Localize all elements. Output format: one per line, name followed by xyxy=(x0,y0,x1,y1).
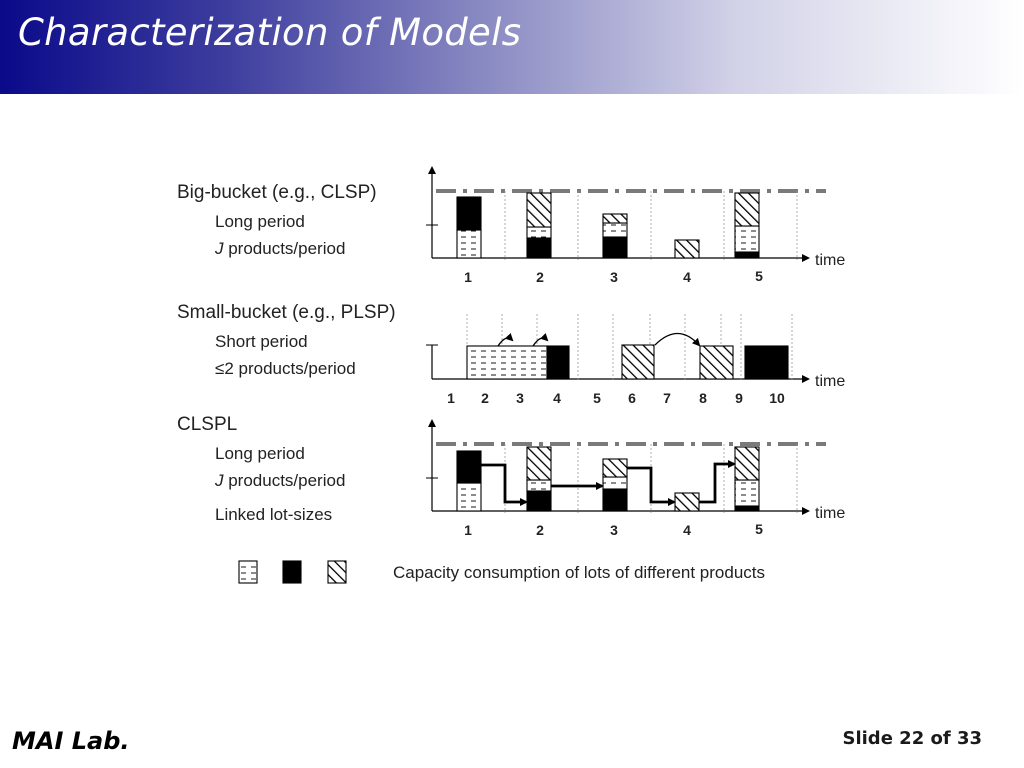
period-labels: 1 2 3 4 5 xyxy=(464,521,763,538)
legend-swatch-hatched xyxy=(327,560,347,584)
section-heading: Small-bucket (e.g., PLSP) xyxy=(177,302,396,323)
lot-bars xyxy=(456,446,760,512)
period-label: 2 xyxy=(536,269,544,285)
section-heading: CLSPL xyxy=(177,414,237,435)
period-label: 1 xyxy=(464,522,472,538)
section-line-2-rest: products/period xyxy=(224,239,346,258)
section-heading: Big-bucket (e.g., CLSP) xyxy=(177,182,377,203)
period-label: 3 xyxy=(610,269,618,285)
section-line-1: Long period xyxy=(215,444,305,463)
legend: Capacity consumption of lots of differen… xyxy=(238,560,765,584)
footer-lab-name: MAI Lab. xyxy=(12,727,130,755)
axis-label-time: time xyxy=(815,505,845,522)
period-label: 9 xyxy=(735,390,743,406)
period-label: 2 xyxy=(481,390,489,406)
slide-counter: Slide 22 of 33 xyxy=(842,728,983,749)
period-label: 5 xyxy=(593,390,601,406)
period-label: 3 xyxy=(516,390,524,406)
section-line-1: Short period xyxy=(215,332,308,351)
section-line-2-rest: products/period xyxy=(224,471,346,490)
period-label: 1 xyxy=(447,390,455,406)
section-clspl: CLSPL Long period J products/period Link… xyxy=(177,414,845,538)
title-bar: Characterization of Models xyxy=(0,0,1024,94)
period-label: 4 xyxy=(683,522,691,538)
slide-title: Characterization of Models xyxy=(18,11,522,54)
lot-bars xyxy=(456,192,760,259)
period-labels: 1 2 3 4 5 xyxy=(464,268,763,285)
lot-bars xyxy=(466,344,789,380)
period-label: 1 xyxy=(464,269,472,285)
section-line-2: ≤2 products/period xyxy=(215,359,356,378)
section-var: J xyxy=(214,471,224,490)
period-label: 7 xyxy=(663,390,671,406)
section-small-bucket: Small-bucket (e.g., PLSP) Short period ≤… xyxy=(177,302,845,406)
period-label: 8 xyxy=(699,390,707,406)
period-label: 5 xyxy=(755,268,763,284)
axis-label-time: time xyxy=(815,252,845,269)
period-label: 6 xyxy=(628,390,636,406)
period-labels: 1 2 3 4 5 6 7 8 9 10 xyxy=(447,390,785,406)
period-label: 10 xyxy=(769,390,785,406)
section-line-3: Linked lot-sizes xyxy=(215,505,332,524)
period-label: 4 xyxy=(683,269,691,285)
period-boundaries xyxy=(504,191,798,260)
legend-text: Capacity consumption of lots of differen… xyxy=(393,563,765,582)
carry-over-arrows xyxy=(497,332,701,347)
legend-swatch-black xyxy=(282,560,302,584)
section-line-2: J products/period xyxy=(214,239,345,258)
period-label: 2 xyxy=(536,522,544,538)
section-big-bucket: Big-bucket (e.g., CLSP) Long period J pr… xyxy=(177,166,845,285)
legend-swatch-dashed xyxy=(238,560,258,584)
section-line-2: J products/period xyxy=(214,471,345,490)
axis-label-time: time xyxy=(815,373,845,390)
period-label: 4 xyxy=(553,390,561,406)
section-line-1: Long period xyxy=(215,212,305,231)
linked-lot-arrows xyxy=(481,460,736,506)
period-label: 5 xyxy=(755,521,763,537)
section-var: J xyxy=(214,239,224,258)
period-label: 3 xyxy=(610,522,618,538)
